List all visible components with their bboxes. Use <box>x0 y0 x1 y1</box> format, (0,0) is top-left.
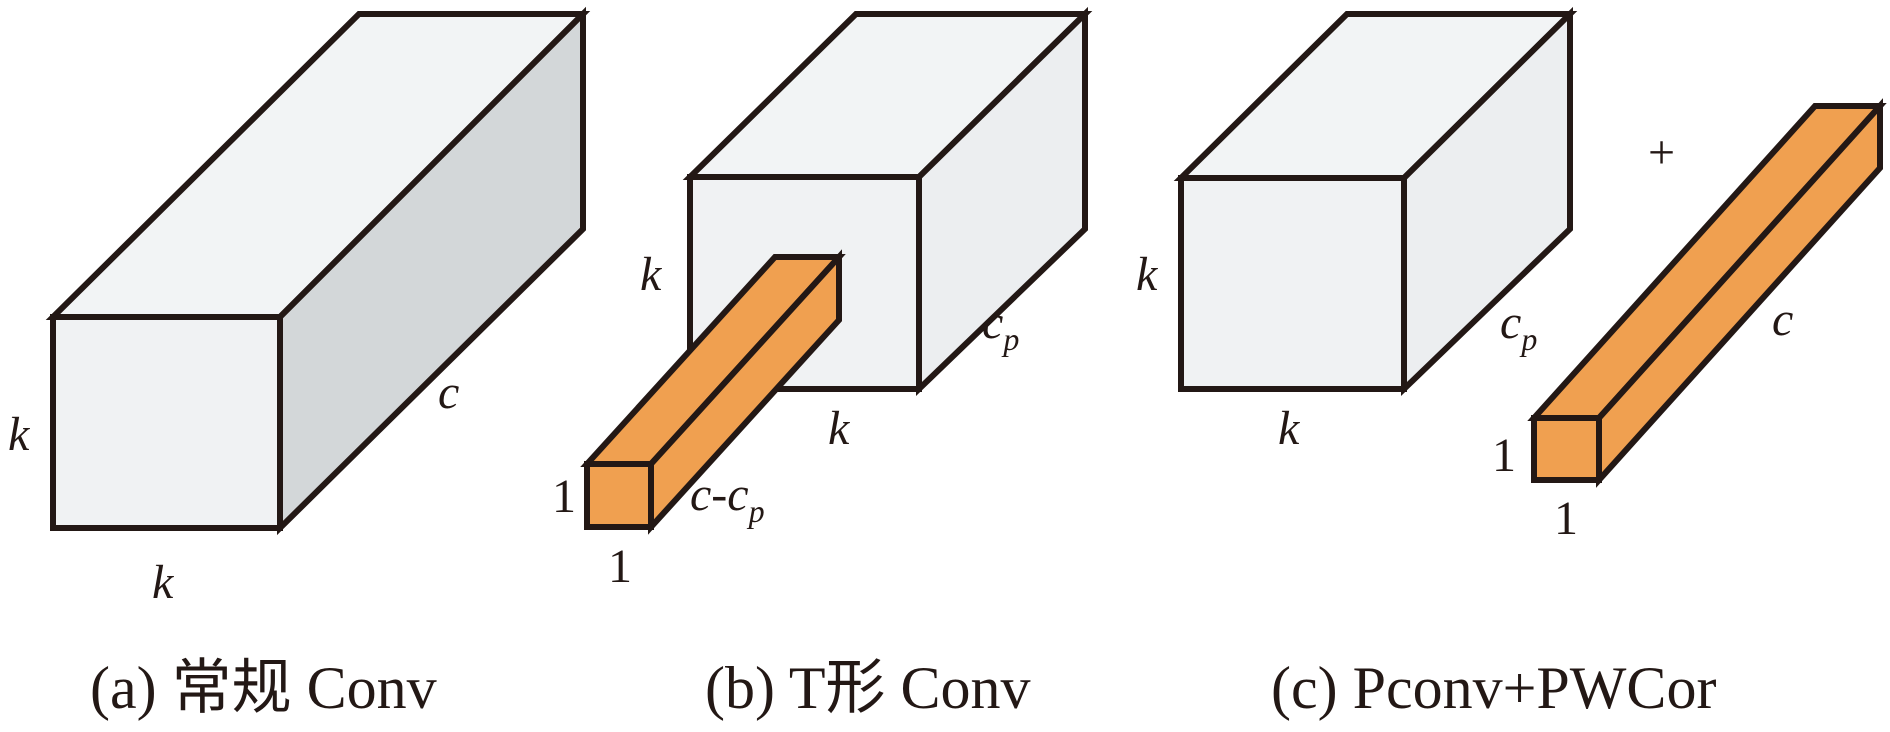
label-c-bar-one-left: 1 <box>1492 429 1516 482</box>
label-b-bar-one-left: 1 <box>552 470 576 523</box>
plus-sign: + <box>1648 126 1675 179</box>
label-c-bar-length: c <box>1772 293 1793 346</box>
bar-c-front <box>1531 415 1602 483</box>
bar-c-side <box>1596 98 1883 488</box>
box-c-front <box>1178 175 1407 392</box>
label-c-k-bottom: k <box>1278 402 1301 455</box>
caption-b: (b) T形 Conv <box>705 655 1031 721</box>
label-a-c: c <box>438 366 459 419</box>
label-c-bar-one-bottom: 1 <box>1554 492 1578 545</box>
label-b-cp: cp <box>982 296 1019 357</box>
label-b-k-left: k <box>640 248 663 301</box>
label-a-k-bottom: k <box>152 556 175 609</box>
caption-c: (c) Pconv+PWCor <box>1271 655 1716 721</box>
bar-c-top <box>1527 103 1887 421</box>
label-b-k-bottom: k <box>828 402 851 455</box>
label-b-bar-one-bottom: 1 <box>608 540 632 593</box>
panel-b-bar <box>580 249 846 535</box>
box-a-front <box>50 314 283 531</box>
label-c-cp: cp <box>1500 296 1537 357</box>
bar-b-front <box>584 461 654 530</box>
panel-c-bar <box>1527 98 1887 488</box>
label-c-k-left: k <box>1136 248 1159 301</box>
label-b-bar-length: c-cp <box>690 468 765 529</box>
panel-a-box <box>45 6 591 536</box>
caption-a: (a) 常规 Conv <box>90 655 437 721</box>
panel-c-box <box>1173 6 1578 397</box>
label-a-k-left: k <box>8 408 31 461</box>
